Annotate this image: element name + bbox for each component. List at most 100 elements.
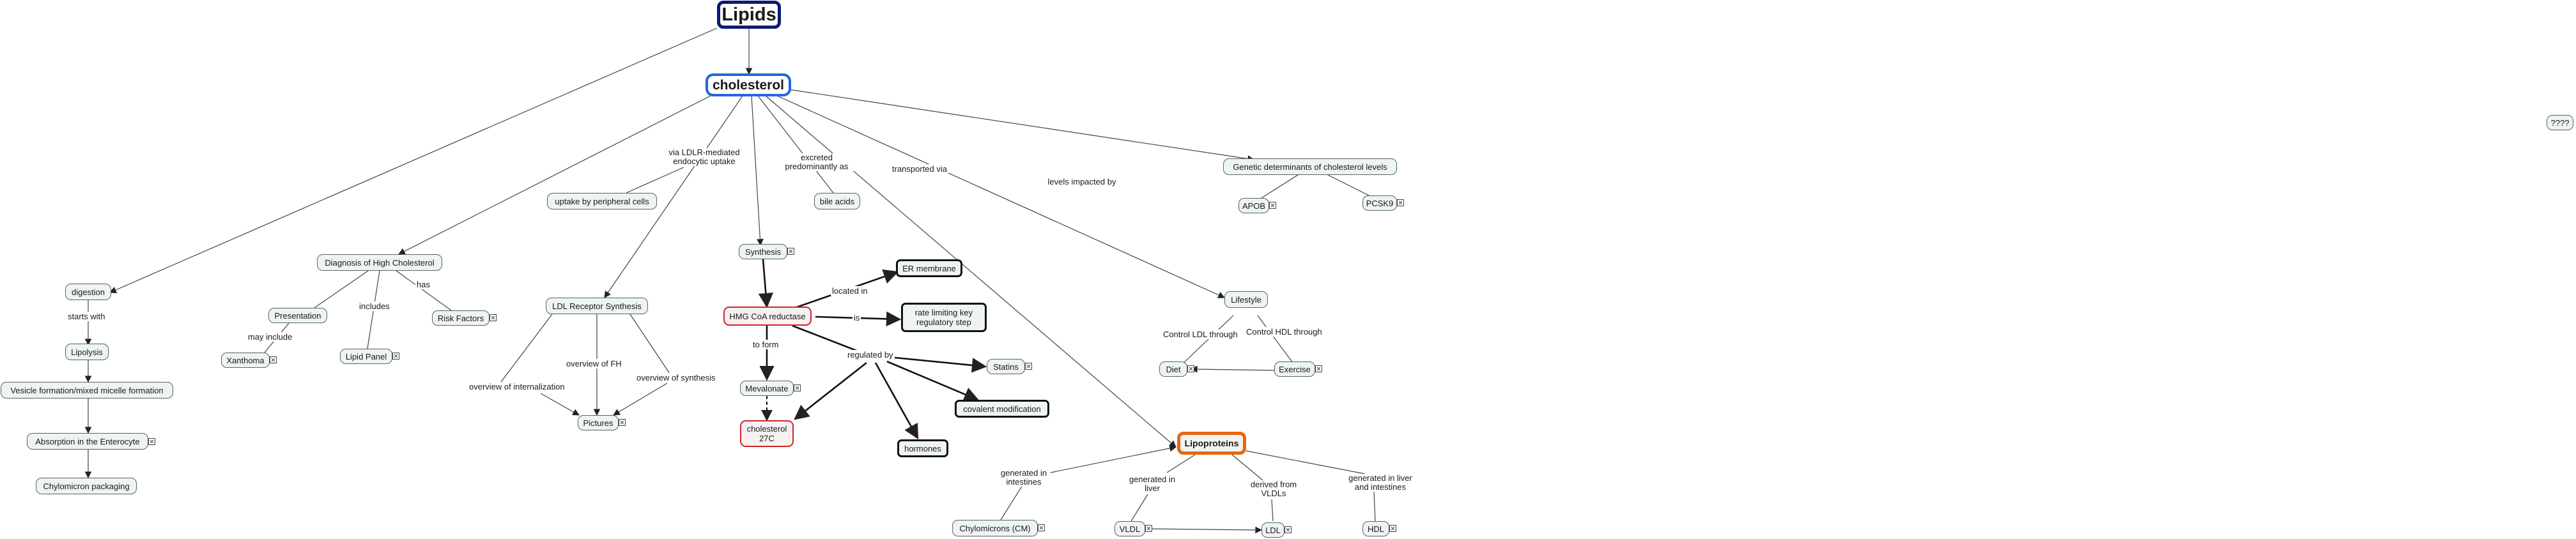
link-label-is: is [852, 313, 861, 323]
link-chol-ldlr [604, 95, 743, 298]
resource-icon[interactable] [1025, 363, 1032, 370]
link-lipo-genliver [1166, 454, 1196, 473]
link-label-excreted: excreted predominantly as [778, 153, 855, 171]
node-lifestyle[interactable]: Lifestyle [1224, 291, 1268, 308]
link-label-levels-impacted-text: levels impacted by [1047, 177, 1116, 186]
link-lipo-derived [1231, 454, 1263, 481]
link-chol-genetic [788, 89, 1255, 162]
node-statins[interactable]: Statins [987, 359, 1025, 374]
link-label-located-in: located in [831, 286, 869, 296]
link-label-control-ldl: Control LDL through [1162, 330, 1239, 339]
resource-icon[interactable] [1315, 365, 1322, 372]
link-label-overview-synthesis: overview of synthesis [635, 373, 717, 383]
resource-icon[interactable] [1145, 525, 1152, 532]
node-covalent-modification[interactable]: covalent modification [955, 400, 1049, 418]
link-regulated-statins [894, 356, 987, 373]
resource-icon[interactable] [787, 248, 794, 255]
resource-icon[interactable] [794, 384, 801, 391]
link-label-overview-internalization: overview of internalization [468, 382, 566, 391]
node-hormones[interactable]: hormones [897, 439, 948, 457]
link-synthesis-hmg [758, 259, 773, 308]
node-lipid-panel[interactable]: Lipid Panel [340, 349, 392, 364]
link-label-derived-vldls: derived from VLDLs [1245, 480, 1302, 498]
link-ldlr-pictures-internal [497, 314, 553, 388]
link-via-uptake [626, 167, 684, 194]
node-cholesterol[interactable]: cholesterol [706, 73, 791, 96]
node-ldl[interactable]: LDL [1261, 522, 1284, 538]
node-vldl[interactable]: VLDL [1114, 521, 1145, 536]
resource-icon[interactable] [148, 438, 155, 445]
resource-icon[interactable] [270, 356, 277, 363]
link-label-generated-intestines: generated in intestines [998, 469, 1049, 487]
resource-icon[interactable] [1397, 199, 1404, 206]
link-diagnosis-riskfactors [396, 270, 452, 311]
resource-icon[interactable] [490, 314, 497, 321]
node-risk-factors[interactable]: Risk Factors [432, 310, 490, 326]
link-label-excreted-text: excreted predominantly as [785, 153, 849, 171]
resource-icon[interactable] [1389, 525, 1396, 532]
link-derived-ldl [1271, 499, 1274, 522]
link-label-generated-liver-text: generated in liver [1129, 474, 1176, 493]
node-hdl[interactable]: HDL [1362, 521, 1389, 536]
resource-icon[interactable] [1187, 365, 1194, 372]
link-label-generated-intestines-text: generated in intestines [1000, 468, 1047, 487]
link-lifestyle-exercise [1257, 315, 1295, 366]
node-hmg-coa-reductase[interactable]: HMG CoA reductase [723, 307, 812, 326]
node-absorption[interactable]: Absorption in the Enterocyte [27, 433, 148, 450]
node-apob[interactable]: APOB [1238, 198, 1269, 213]
link-gen-intestines-lipo [1050, 444, 1177, 473]
link-diagnosis-presentation [314, 270, 369, 308]
node-digestion[interactable]: digestion [65, 284, 111, 300]
link-label-via-ldlr-text: via LDLR-mediated endocytic uptake [668, 148, 740, 166]
node-synthesis[interactable]: Synthesis [739, 244, 787, 259]
link-chol-lifestyle [776, 95, 1225, 298]
node-xanthoma[interactable]: Xanthoma [221, 353, 270, 368]
resource-icon[interactable] [1284, 526, 1292, 533]
node-bile-acids[interactable]: bile acids [814, 193, 860, 209]
node-chylomicron-packaging[interactable]: Chylomicron packaging [36, 478, 137, 494]
node-er-membrane[interactable]: ER membrane [896, 259, 962, 277]
node-mevalonate[interactable]: Mevalonate [740, 381, 794, 396]
link-label-may-include: may include [247, 332, 294, 342]
link-label-transported-via: transported via [891, 164, 948, 174]
link-label-regulated-by: regulated by [846, 350, 895, 360]
link-label-starts-with: starts with [66, 312, 107, 321]
link-label-levels-impacted: levels impacted by [1045, 178, 1118, 186]
resource-icon[interactable] [1038, 524, 1045, 531]
node-rate-limiting[interactable]: rate limiting key regulatory step [901, 303, 987, 332]
link-regulated-covalent [886, 360, 980, 402]
link-vldl-ldl [1147, 526, 1263, 534]
node-lipoproteins[interactable]: Lipoproteins [1177, 432, 1246, 455]
link-genetic-apob [1261, 173, 1300, 199]
node-vesicle[interactable]: Vesicle formation/mixed micelle formatio… [1, 382, 173, 399]
link-label-derived-vldls-text: derived from VLDLs [1250, 480, 1297, 498]
node-cholesterol-27c[interactable]: cholesterol 27C [740, 420, 794, 447]
link-label-generated-liver-intestines: generated in liver and intestines [1341, 474, 1420, 492]
resource-icon[interactable] [1269, 202, 1276, 209]
node-chylomicrons-cm[interactable]: Chylomicrons (CM) [952, 520, 1038, 536]
node-pcsk9[interactable]: PCSK9 [1362, 195, 1397, 211]
node-diagnosis[interactable]: Diagnosis of High Cholesterol [317, 254, 442, 271]
link-exercise-diet [1190, 365, 1279, 373]
link-label-to-form: to form [752, 340, 780, 349]
node-presentation[interactable]: Presentation [268, 308, 327, 323]
node-unassigned[interactable]: ???? [2547, 115, 2573, 130]
link-chol-synthesis [751, 95, 764, 247]
node-lipolysis[interactable]: Lipolysis [65, 344, 109, 360]
node-uptake-peripheral[interactable]: uptake by peripheral cells [547, 193, 657, 209]
node-diet[interactable]: Diet [1159, 361, 1187, 377]
link-lifestyle-diet [1179, 315, 1234, 367]
link-genetic-pcsk9 [1325, 173, 1375, 199]
node-genetic-determinants[interactable]: Genetic determinants of cholesterol leve… [1223, 158, 1397, 175]
link-regulated-chol27c [794, 361, 867, 420]
node-pictures[interactable]: Pictures [578, 415, 619, 430]
link-label-overview-fh: overview of FH [565, 359, 623, 368]
link-label-generated-liver: generated in liver [1126, 475, 1178, 493]
node-exercise[interactable]: Exercise [1274, 361, 1315, 377]
link-gen-intestines-cm [1000, 485, 1023, 520]
resource-icon[interactable] [619, 419, 626, 426]
node-ldl-receptor-synthesis[interactable]: LDL Receptor Synthesis [546, 298, 648, 314]
link-lipo-genliverint [1246, 450, 1366, 474]
node-lipids[interactable]: Lipids [717, 1, 781, 29]
resource-icon[interactable] [392, 353, 399, 360]
